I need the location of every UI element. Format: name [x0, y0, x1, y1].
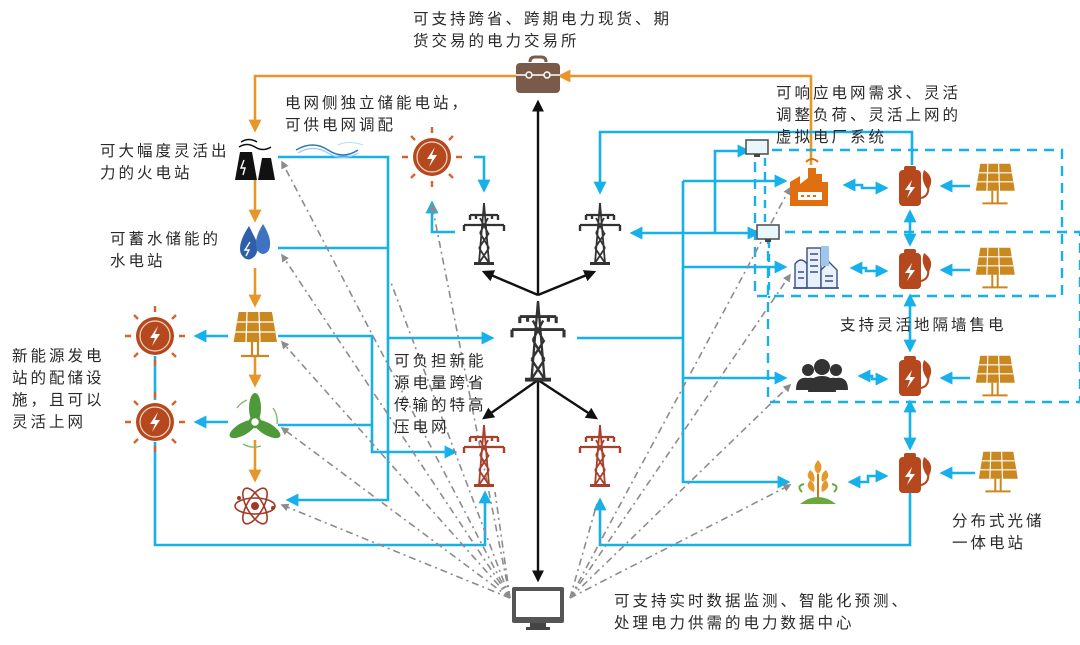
thermal-plant-label: 可大幅度灵活出 力的火电站 — [100, 142, 230, 182]
data-flow-lines — [280, 160, 792, 599]
power-flow-lines-left — [153, 155, 495, 547]
grid-storage-station-icon[interactable] — [400, 125, 464, 189]
rooftop-solar-icon[interactable] — [977, 450, 1019, 493]
transmission-tower-icon[interactable] — [578, 201, 622, 267]
wall-sale-label: 支持灵活地隔墙售电 — [840, 316, 1007, 334]
monitor-icon[interactable] — [756, 224, 780, 243]
wind-turbine-icon[interactable] — [227, 393, 283, 448]
monitor-icon[interactable] — [745, 139, 769, 158]
rooftop-solar-icon[interactable] — [974, 354, 1016, 397]
data-center-label: 可支持实时数据监测、智能化预测、 处理电力供需的电力数据中心 — [614, 592, 911, 632]
eco-battery-icon[interactable] — [898, 165, 933, 207]
eco-battery-icon[interactable] — [898, 248, 933, 290]
exchange-label: 可支持跨省、跨期电力现货、期 货交易的电力交易所 — [413, 10, 673, 50]
factory-icon[interactable] — [790, 158, 828, 206]
hydro-plant-label: 可蓄水储能的 水电站 — [110, 230, 222, 270]
uhv-tower-icon[interactable] — [578, 423, 622, 489]
solar-panel-icon[interactable] — [231, 310, 279, 358]
rooftop-solar-icon[interactable] — [974, 162, 1016, 205]
grid-storage-label: 电网侧独立储能电站， 可供电网调配 — [285, 94, 471, 134]
virtual-plant-label: 可响应电网需求、灵活 调整负荷、灵活上网的 虚拟电厂系统 — [776, 84, 962, 146]
renewable-storage-label: 新能源发电 站的配储设 施，且可以 灵活上网 — [12, 347, 105, 431]
data-center-monitor-icon[interactable] — [512, 587, 564, 630]
backbone-lines — [481, 99, 599, 583]
wheat-icon[interactable] — [798, 460, 838, 504]
eco-battery-icon[interactable] — [898, 355, 933, 397]
power-plant-icon[interactable] — [235, 138, 275, 181]
atom-icon[interactable] — [234, 485, 276, 528]
distributed-pv-label: 分布式光储 一体电站 — [952, 512, 1045, 552]
virtual-plant-boxes — [753, 148, 1080, 404]
building-icon[interactable] — [793, 246, 839, 289]
briefcase-icon[interactable] — [516, 55, 560, 93]
power-flow-lines-right — [577, 130, 975, 547]
transmission-wave-icon — [295, 142, 364, 159]
water-drop-icon[interactable] — [240, 224, 271, 260]
rooftop-solar-icon[interactable] — [974, 246, 1016, 289]
main-transmission-tower-icon[interactable] — [510, 299, 566, 384]
market-flow-lines — [248, 69, 813, 483]
transmission-tower-icon[interactable] — [462, 201, 506, 267]
eco-battery-icon[interactable] — [898, 452, 933, 494]
people-icon[interactable] — [796, 359, 848, 392]
uhv-grid-label: 可负担新能 源电量跨省 传输的特高 压电网 — [394, 352, 487, 436]
